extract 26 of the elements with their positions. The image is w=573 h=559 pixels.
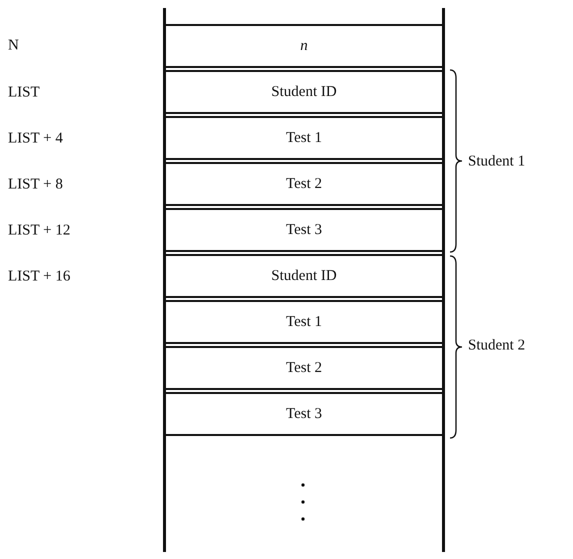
- address-label: LIST + 16: [8, 268, 70, 286]
- address-label: LIST + 4: [8, 130, 63, 148]
- group-label: Student 2: [468, 338, 526, 354]
- memory-cell: [166, 254, 442, 298]
- memory-cell: [166, 162, 442, 206]
- cell-label: Student ID: [271, 84, 337, 100]
- cell-label: n: [300, 38, 308, 54]
- cell-label: Test 3: [286, 222, 322, 238]
- address-label: LIST + 8: [8, 176, 63, 194]
- memory-cell: [166, 346, 442, 390]
- memory-cell: [166, 300, 442, 344]
- group-label: Student 1: [468, 154, 526, 170]
- cell-label: Test 2: [286, 360, 322, 376]
- memory-cell: [166, 116, 442, 160]
- address-label: N: [8, 38, 19, 54]
- cell-label: Test 1: [286, 314, 322, 330]
- memory-cell: [166, 392, 442, 436]
- cell-label: Test 1: [286, 130, 322, 146]
- memory-cell: [166, 70, 442, 114]
- address-label: LIST: [8, 84, 40, 102]
- memory-cell: [166, 208, 442, 252]
- cell-label: Student ID: [271, 268, 337, 284]
- cell-label: Test 3: [286, 406, 322, 422]
- cell-label: Test 2: [286, 176, 322, 192]
- memory-cell: [166, 24, 442, 68]
- address-label: LIST + 12: [8, 222, 70, 240]
